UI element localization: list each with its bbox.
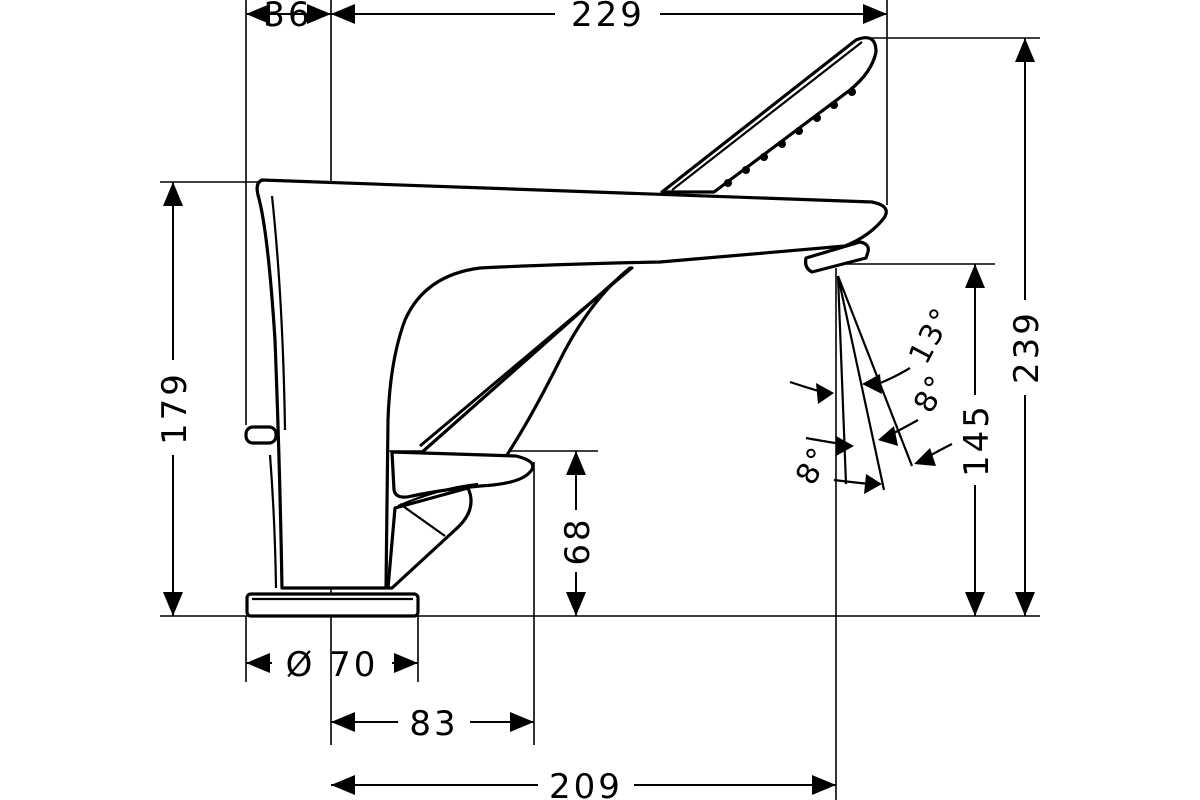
dimension-spout-height (965, 264, 985, 616)
dim-label-top-small: 36 (263, 0, 312, 35)
diverter-knob (244, 425, 278, 445)
shower-jets (724, 88, 856, 187)
hand-shower-holder (418, 266, 632, 460)
base-plate (245, 592, 420, 618)
lever-cartridge (386, 486, 473, 590)
angle-label-13: 13° (902, 301, 961, 370)
dim-label-total-height: 239 (1007, 310, 1047, 384)
dim-label-lever-height: 68 (558, 516, 598, 565)
angle-indicators (789, 367, 953, 494)
dim-label-top-width: 229 (571, 0, 645, 35)
angle-label-8-right: 8° (907, 369, 956, 419)
faucet-body (244, 36, 888, 618)
dim-label-spout-height: 145 (957, 403, 997, 477)
dim-label-base-diameter: Ø 70 (286, 645, 379, 685)
dimension-left-height (163, 182, 183, 616)
lever-handle (390, 450, 535, 499)
main-body (255, 178, 888, 590)
angle-label-8-left: 8° (789, 441, 838, 491)
dimension-base-diameter (246, 653, 418, 673)
dimension-lever-reach (331, 712, 534, 732)
dimension-top-width (331, 4, 887, 24)
dim-label-lever-reach: 83 (409, 704, 458, 744)
dimension-lever-height (566, 451, 586, 616)
dimension-spout-reach (331, 775, 836, 795)
dim-label-left-height: 179 (155, 371, 195, 445)
dimension-total-height (1015, 38, 1035, 616)
dim-label-spout-reach: 209 (549, 767, 623, 800)
dimension-top-small (246, 4, 331, 24)
outlet-nozzle (804, 240, 870, 274)
